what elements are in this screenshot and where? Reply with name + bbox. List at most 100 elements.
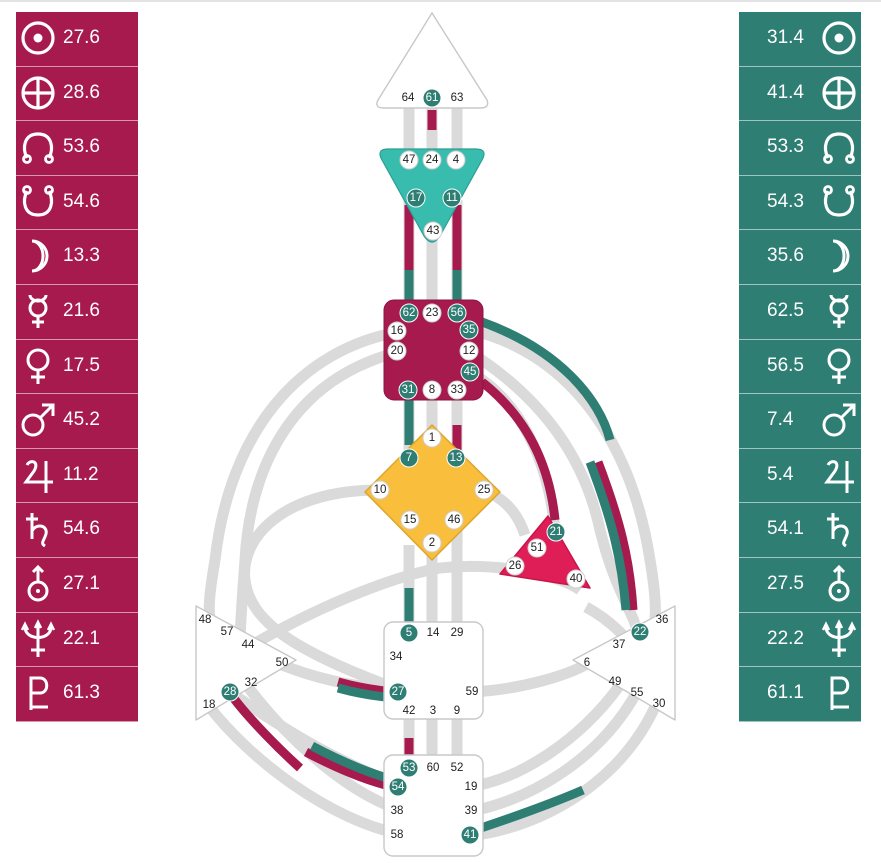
personality-row-moon[interactable]: 35.6 [739,230,861,285]
design-row-south-node[interactable]: 54.6 [16,175,138,231]
gate-19[interactable]: 19 [465,781,478,793]
personality-row-mercury[interactable]: 62.5 [739,284,861,340]
gate-7[interactable]: 7 [399,448,419,468]
gate-3[interactable]: 3 [430,705,436,717]
gate-29[interactable]: 29 [451,627,464,639]
gate-2[interactable]: 2 [422,533,442,553]
gate-62[interactable]: 62 [399,303,419,323]
design-row-jupiter[interactable]: 11.2 [16,448,138,504]
gate-32[interactable]: 32 [245,677,258,689]
personality-row-pluto[interactable]: 61.1 [739,667,861,722]
gate-48[interactable]: 48 [199,614,212,626]
design-row-mars[interactable]: 45.2 [16,394,138,449]
gate-label: 11 [446,192,458,204]
gate-22[interactable]: 22 [630,622,650,642]
gate-27[interactable]: 27 [388,682,408,702]
root-center[interactable] [383,754,484,857]
personality-row-neptune[interactable]: 22.2 [739,612,861,668]
design-row-sun[interactable]: 27.6 [16,12,138,67]
gate-13[interactable]: 13 [446,448,466,468]
gate-17[interactable]: 17 [406,188,426,208]
gate-10[interactable]: 10 [370,480,390,500]
gate-39[interactable]: 39 [465,805,478,817]
design-row-neptune[interactable]: 22.1 [16,612,138,668]
gate-9[interactable]: 9 [454,705,460,717]
gate-53[interactable]: 53 [399,758,419,778]
gate-5[interactable]: 5 [399,623,419,643]
gate-49[interactable]: 49 [609,676,622,688]
gate-15[interactable]: 15 [400,510,420,530]
gate-59[interactable]: 59 [466,686,479,698]
gate-40[interactable]: 40 [566,569,586,589]
channel-16-48 [203,326,399,621]
gate-50[interactable]: 50 [276,657,289,669]
personality-row-mars[interactable]: 7.4 [739,394,861,449]
gate-14[interactable]: 14 [427,627,440,639]
gate-28[interactable]: 28 [220,682,240,702]
gate-33[interactable]: 33 [447,380,467,400]
gate-60[interactable]: 60 [427,762,440,774]
g-center[interactable] [364,424,501,561]
personality-row-uranus[interactable]: 27.5 [739,557,861,613]
gate-6[interactable]: 6 [584,657,590,669]
gate-31[interactable]: 31 [398,380,418,400]
gate-35[interactable]: 35 [459,320,479,340]
gate-23[interactable]: 23 [422,303,442,323]
design-row-mercury[interactable]: 21.6 [16,284,138,340]
design-row-venus[interactable]: 17.5 [16,339,138,395]
personality-row-north-node[interactable]: 53.3 [739,121,861,176]
head-center[interactable] [376,11,489,109]
personality-row-saturn[interactable]: 54.1 [739,503,861,558]
gate-63[interactable]: 63 [451,92,464,104]
ajna-center[interactable] [379,148,485,243]
design-row-north-node[interactable]: 53.6 [16,121,138,176]
personality-row-venus[interactable]: 56.5 [739,339,861,395]
gate-4[interactable]: 4 [446,150,466,170]
gate-21[interactable]: 21 [546,522,566,542]
gate-37[interactable]: 37 [613,639,626,651]
design-row-uranus[interactable]: 27.1 [16,557,138,613]
gate-44[interactable]: 44 [242,639,255,651]
gate-46[interactable]: 46 [444,510,464,530]
gate-47[interactable]: 47 [399,150,419,170]
gate-43[interactable]: 43 [423,221,443,241]
personality-row-sun[interactable]: 31.4 [739,12,861,67]
design-row-pluto[interactable]: 61.3 [16,667,138,722]
gate-51[interactable]: 51 [527,538,547,558]
gate-45[interactable]: 45 [460,362,480,382]
gate-57[interactable]: 57 [221,626,234,638]
personality-row-earth[interactable]: 41.4 [739,66,861,122]
gate-30[interactable]: 30 [653,698,666,710]
gate-54[interactable]: 54 [388,777,408,797]
gate-12[interactable]: 12 [459,341,479,361]
personality-row-jupiter[interactable]: 5.4 [739,448,861,504]
gate-24[interactable]: 24 [422,150,442,170]
throat-center[interactable] [383,299,484,401]
earth-icon [21,75,55,110]
gate-11[interactable]: 11 [442,188,462,208]
gate-16[interactable]: 16 [387,321,407,341]
gate-41[interactable]: 41 [460,825,480,845]
gate-26[interactable]: 26 [505,556,525,576]
gate-56[interactable]: 56 [447,303,467,323]
sacral-center[interactable] [383,621,484,720]
gate-25[interactable]: 25 [474,480,494,500]
gate-42[interactable]: 42 [403,705,416,717]
gate-8[interactable]: 8 [422,380,442,400]
design-row-earth[interactable]: 28.6 [16,66,138,122]
gate-58[interactable]: 58 [391,829,404,841]
gate-1[interactable]: 1 [422,428,442,448]
gate-55[interactable]: 55 [631,687,644,699]
gate-61[interactable]: 61 [422,88,442,108]
gate-34[interactable]: 34 [390,651,403,663]
gate-38[interactable]: 38 [391,805,404,817]
personality-row-south-node[interactable]: 54.3 [739,175,861,231]
design-row-moon[interactable]: 13.3 [16,230,138,285]
gate-18[interactable]: 18 [203,699,216,711]
gate-52[interactable]: 52 [451,762,464,774]
design-row-saturn[interactable]: 54.6 [16,503,138,558]
gate-64[interactable]: 64 [402,92,415,104]
gate-20[interactable]: 20 [387,341,407,361]
solar-plexus-center[interactable] [572,605,676,721]
gate-36[interactable]: 36 [656,614,669,626]
